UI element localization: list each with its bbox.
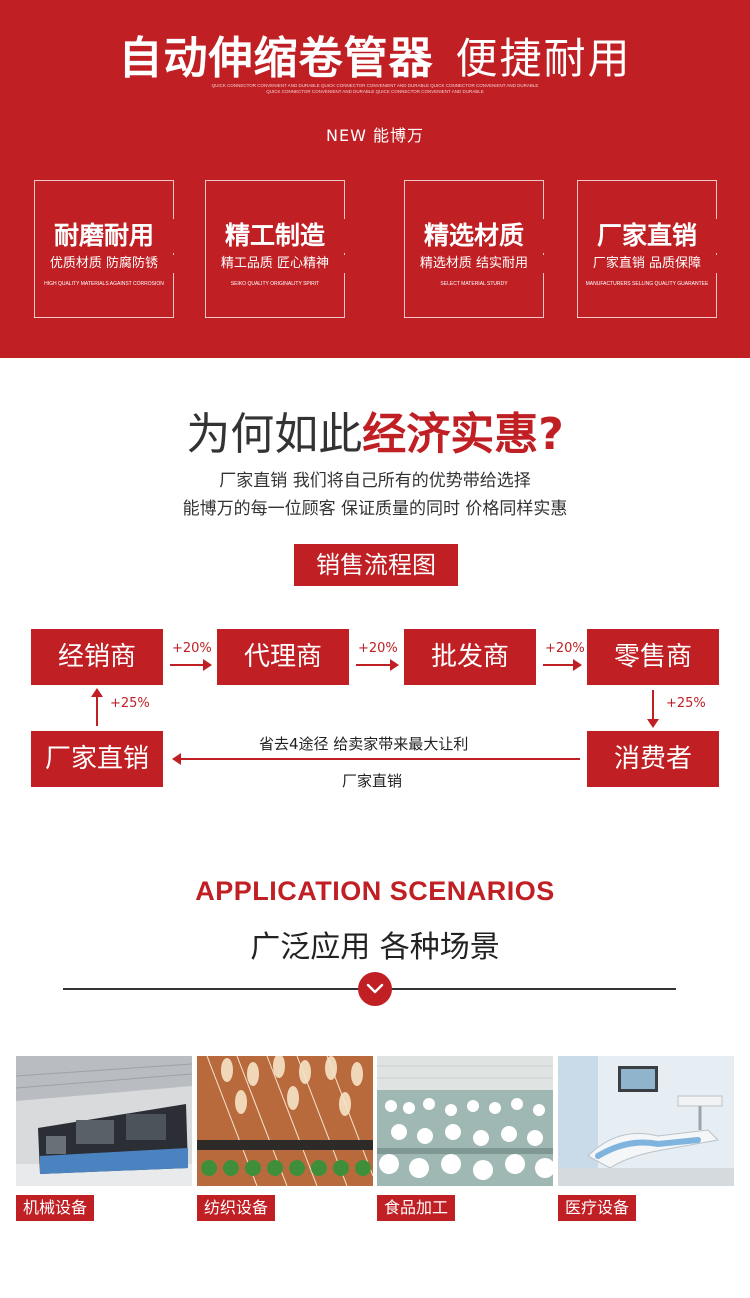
direct-sale-label: 厂家直销	[342, 772, 403, 790]
flow-node-distributor: 经销商	[31, 629, 163, 685]
flow-arrow-right	[543, 659, 582, 671]
why-title: 为何如此经济实惠?	[0, 398, 750, 462]
markup-label: +25%	[666, 696, 706, 711]
flow-arrow-right	[170, 659, 212, 671]
markup-label: +25%	[110, 696, 150, 711]
brand-label: NEW 能博万	[326, 126, 424, 145]
feature-card-direct: 厂家直销 厂家直销 品质保障 MANUFACTURERS SELLING QUA…	[557, 180, 737, 318]
hero-banner: 自动伸缩卷管器便捷耐用 QUICK CONNECTOR CONVENIENT A…	[0, 0, 750, 358]
feature-subtitle: 优质材质 防腐防锈	[14, 255, 194, 273]
flow-node-agent: 代理商	[217, 629, 349, 685]
feature-subtitle-en: MANUFACTURERS SELLING QUALITY GUARANTEE	[585, 281, 709, 287]
markup-label: +20%	[358, 641, 398, 656]
flow-arrow-right	[356, 659, 399, 671]
chevron-down-icon	[358, 972, 392, 1006]
scene-label-machinery: 机械设备	[16, 1195, 95, 1221]
why-description-2: 能博万的每一位顾客 保证质量的同时 价格同样实惠	[182, 499, 568, 519]
feature-subtitle: 厂家直销 品质保障	[557, 255, 737, 273]
hero-tagline-en-2: QUICK CONNECTOR CONVENIENT AND DURABLE Q…	[266, 89, 484, 94]
feature-card-material: 精选材质 精选材质 结实耐用 SELECT MATERIAL STURDY	[384, 180, 564, 318]
direct-sale-note: 省去4途径 给卖家带来最大让利	[259, 735, 469, 753]
flow-node-retailer: 零售商	[587, 629, 719, 685]
hero-tagline-en-1: QUICK CONNECTOR CONVENIENT AND DURABLE Q…	[211, 83, 539, 88]
hero-title-light: 便捷耐用	[455, 34, 632, 83]
flow-arrow-up	[91, 688, 103, 726]
scene-label-textile: 纺织设备	[197, 1195, 276, 1221]
feature-subtitle: 精选材质 结实耐用	[384, 255, 564, 273]
hero-title-bold: 自动伸缩卷管器	[118, 33, 434, 84]
flow-node-wholesaler: 批发商	[404, 629, 536, 685]
application-title-en: APPLICATION SCENARIOS	[195, 876, 555, 906]
flow-node-factory: 厂家直销	[31, 731, 163, 787]
sales-flow-label: 销售流程图	[294, 544, 458, 586]
why-description-1: 厂家直销 我们将自己所有的优势带给选择	[219, 471, 531, 491]
why-title-dark: 为何如此	[186, 409, 363, 460]
textile-image	[197, 1056, 373, 1186]
feature-subtitle-en: HIGH QUALITY MATERIALS AGAINST CORROSION	[44, 281, 164, 287]
scene-label-food: 食品加工	[377, 1195, 456, 1221]
markup-label: +20%	[545, 641, 585, 656]
feature-title: 厂家直销	[557, 219, 737, 253]
flow-arrow-left	[172, 753, 580, 765]
feature-card-craft: 精工制造 精工品质 匠心精神 SEIKO QUALITY ORIGINALITY…	[185, 180, 365, 318]
food-processing-image	[377, 1056, 553, 1186]
feature-title: 精工制造	[185, 219, 365, 253]
feature-card-durable: 耐磨耐用 优质材质 防腐防锈 HIGH QUALITY MATERIALS AG…	[14, 180, 194, 318]
flow-arrow-down	[647, 690, 659, 728]
scene-label-medical: 医疗设备	[558, 1195, 637, 1221]
markup-label: +20%	[172, 641, 212, 656]
feature-title: 耐磨耐用	[14, 219, 194, 253]
machinery-image	[16, 1056, 192, 1186]
medical-image	[558, 1056, 734, 1186]
feature-subtitle: 精工品质 匠心精神	[185, 255, 365, 273]
flow-node-consumer: 消费者	[587, 731, 719, 787]
hero-title: 自动伸缩卷管器便捷耐用	[0, 22, 750, 86]
feature-subtitle-en: SEIKO QUALITY ORIGINALITY SPIRIT	[230, 281, 320, 287]
feature-title: 精选材质	[384, 219, 564, 253]
application-title-cn: 广泛应用 各种场景	[250, 930, 500, 965]
feature-subtitle-en: SELECT MATERIAL STURDY	[440, 281, 508, 287]
why-title-red: 经济实惠?	[362, 409, 564, 460]
